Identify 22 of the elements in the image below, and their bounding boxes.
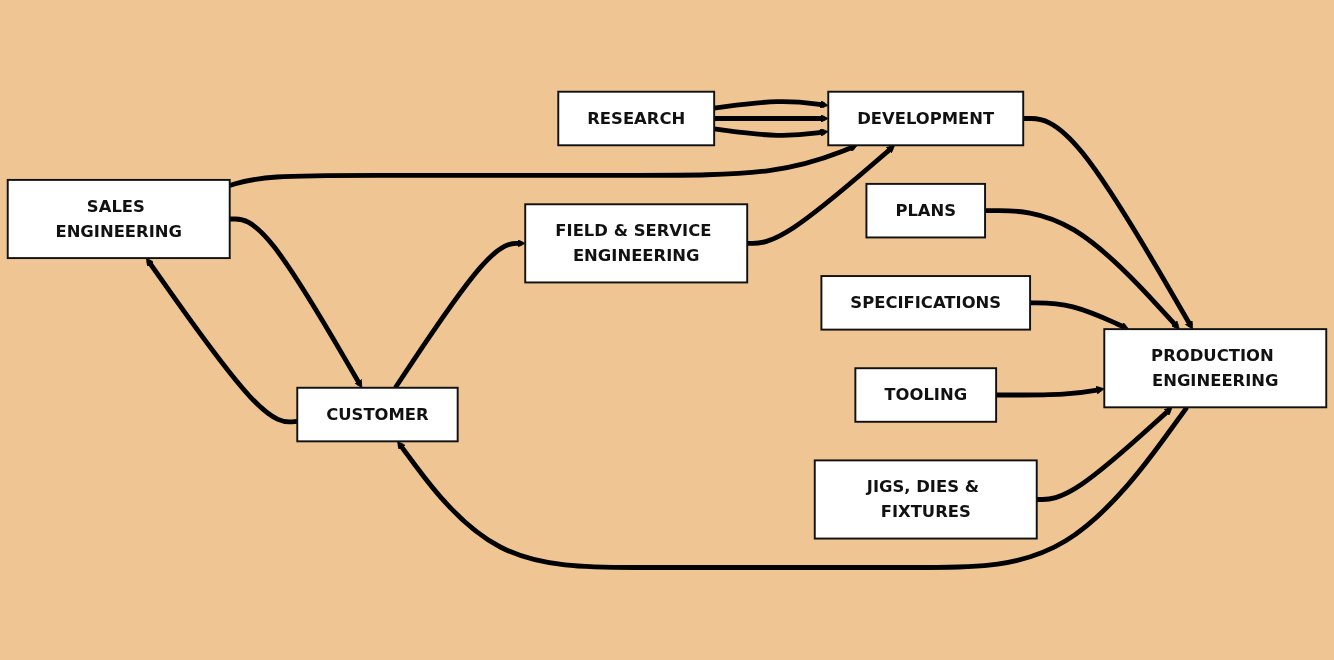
- arrow: [1030, 300, 1130, 331]
- node-box: SPECIFICATIONS: [820, 275, 1032, 331]
- arrow: [145, 258, 298, 425]
- arrow: [747, 145, 896, 247]
- arrow: [393, 239, 526, 390]
- node-box: CUSTOMER: [296, 387, 459, 443]
- node-box: RESEARCH: [557, 91, 716, 147]
- arrow: [397, 406, 1189, 571]
- node-box: SALES ENGINEERING: [6, 179, 231, 260]
- arrow: [229, 144, 858, 189]
- node-box: JIGS, DIES & FIXTURES: [813, 459, 1038, 540]
- node-box: TOOLING: [854, 367, 998, 424]
- arrow: [714, 114, 829, 124]
- arrow: [229, 216, 363, 389]
- arrow: [996, 386, 1105, 398]
- node-box: FIELD & SERVICE ENGINEERING: [524, 203, 749, 284]
- node-box: DEVELOPMENT: [827, 91, 1025, 147]
- arrow: [985, 208, 1180, 330]
- arrow: [1023, 116, 1193, 330]
- arrow: [1036, 407, 1173, 503]
- node-box: PRODUCTION ENGINEERING: [1103, 328, 1328, 409]
- node-box: PLANS: [865, 183, 987, 239]
